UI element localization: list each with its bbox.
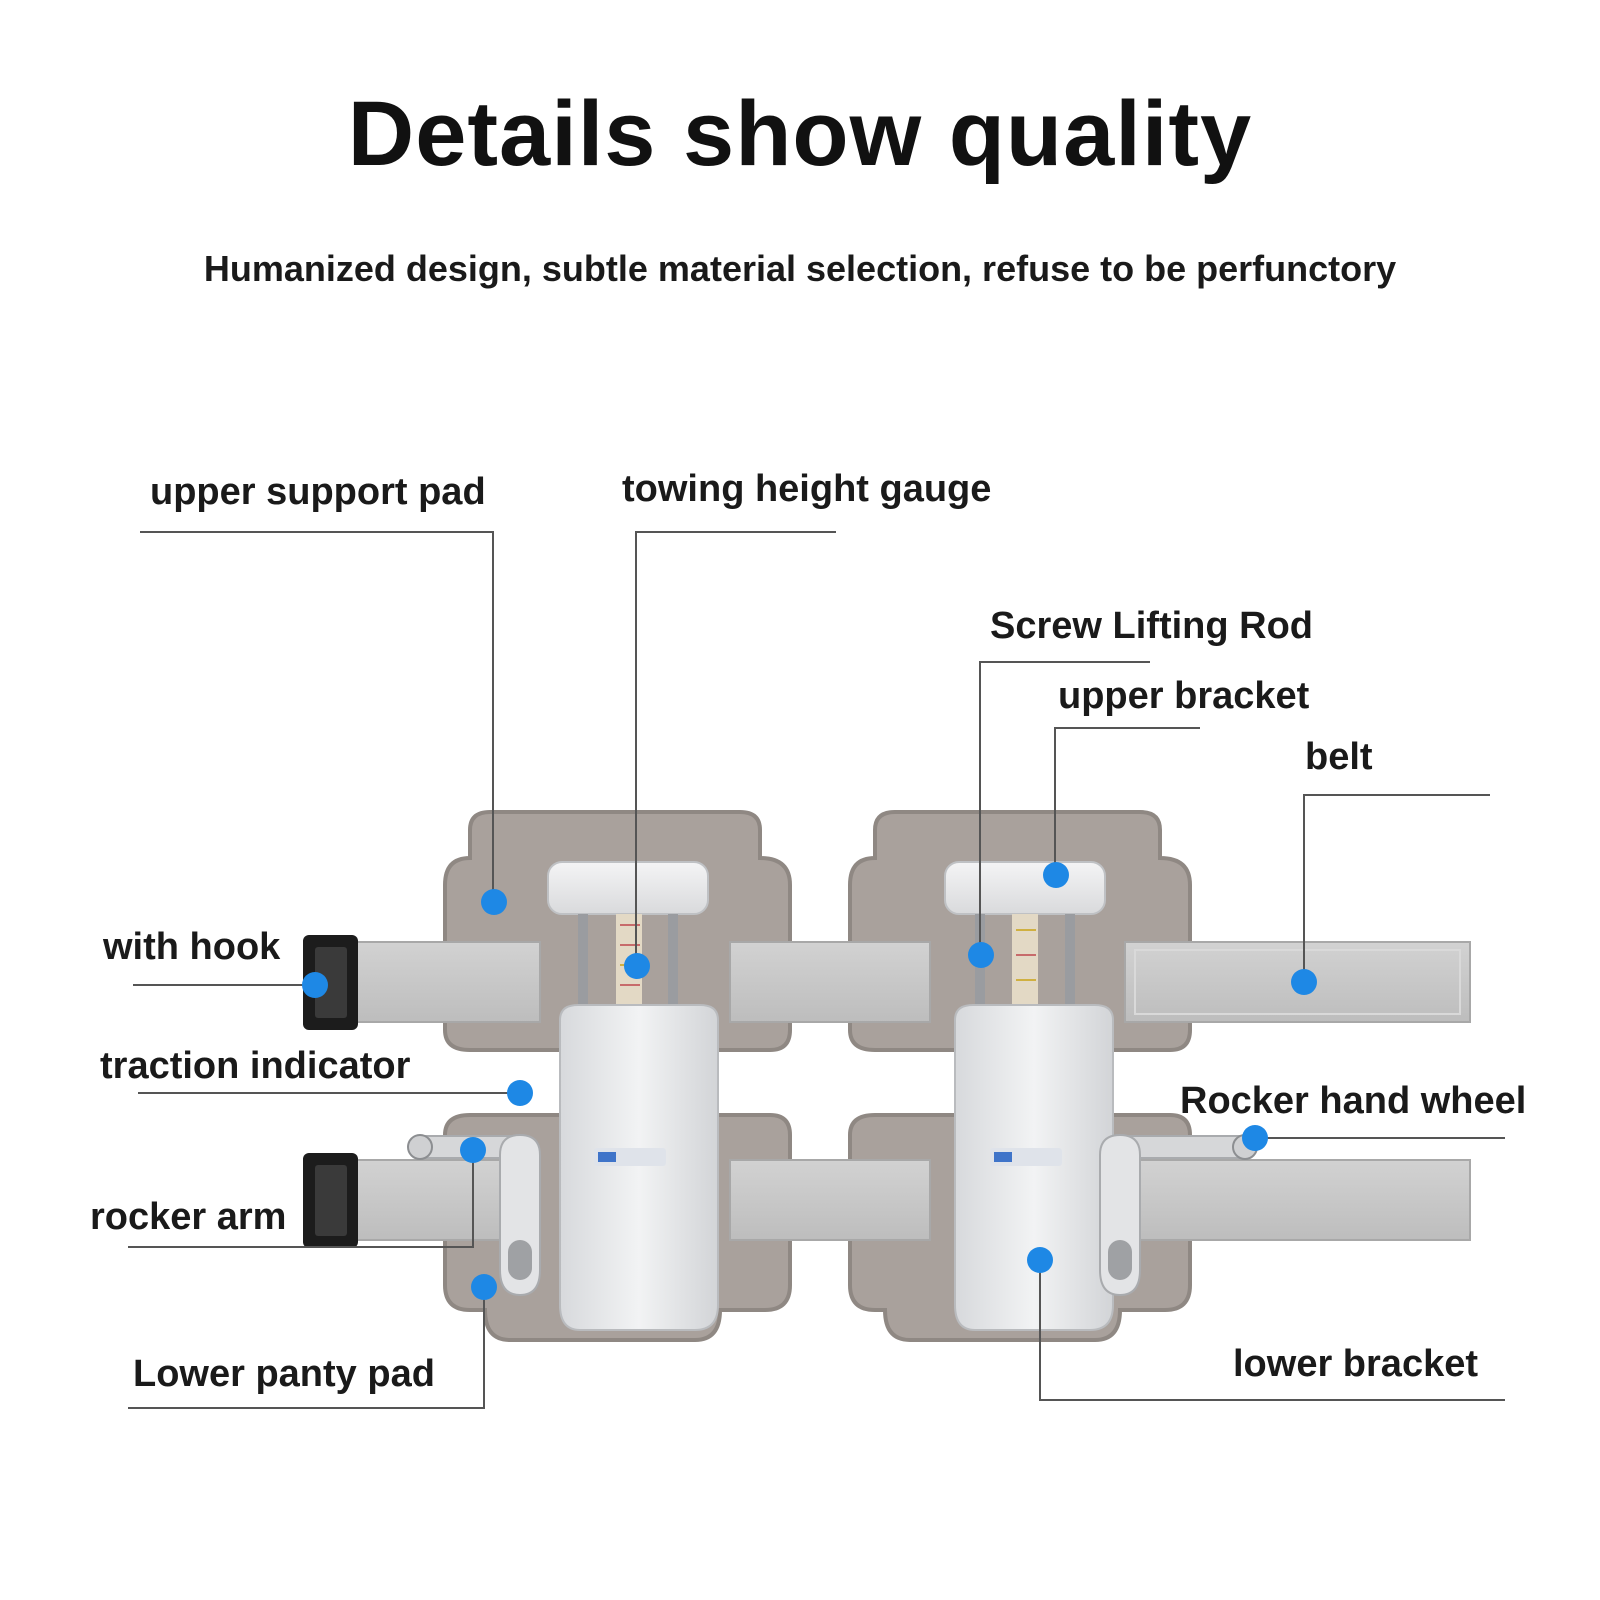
leader-screw-lifting-rod: [979, 661, 1150, 955]
label-upper-bracket: upper bracket: [1058, 675, 1310, 717]
blue-dot-icon: [1242, 1125, 1268, 1151]
label-with-hook: with hook: [103, 926, 281, 968]
label-lower-panty-pad: Lower panty pad: [133, 1353, 435, 1395]
label-rocker-hand-wheel: Rocker hand wheel: [1180, 1080, 1527, 1122]
blue-dot-icon: [471, 1274, 497, 1300]
label-towing-height-gauge: towing height gauge: [622, 468, 992, 510]
left-rocker-arm: [407, 1133, 541, 1297]
blue-dot-icon: [481, 889, 507, 915]
markers: [302, 862, 1317, 1300]
leader-upper-support-pad: [140, 531, 494, 900]
lower-strap: [349, 1159, 1471, 1241]
label-lower-bracket: lower bracket: [1233, 1343, 1478, 1385]
blue-dot-icon: [968, 942, 994, 968]
blue-dot-icon: [302, 972, 328, 998]
leader-towing-height-gauge: [635, 531, 836, 965]
label-screw-lifting-rod: Screw Lifting Rod: [990, 605, 1313, 647]
page-subtitle: Humanized design, subtle material select…: [203, 248, 1397, 289]
upper-hook-buckle: [303, 935, 358, 1030]
leader-upper-bracket: [1054, 727, 1200, 875]
blue-dot-icon: [624, 953, 650, 979]
blue-dot-icon: [1291, 969, 1317, 995]
page-title: Details show quality: [347, 83, 1253, 185]
label-upper-support-pad: upper support pad: [150, 471, 486, 513]
label-belt: belt: [1305, 736, 1373, 778]
left-actuator: [547, 861, 719, 1331]
blue-dot-icon: [460, 1137, 486, 1163]
blue-dot-icon: [1027, 1247, 1053, 1273]
blue-dot-icon: [1043, 862, 1069, 888]
label-traction-indicator: traction indicator: [100, 1045, 411, 1087]
leader-rocker-arm: [128, 1150, 474, 1248]
leader-belt: [1303, 794, 1490, 982]
label-rocker-arm: rocker arm: [90, 1196, 287, 1238]
blue-dot-icon: [507, 1080, 533, 1106]
leader-lower-bracket: [1039, 1260, 1505, 1401]
lower-hook-buckle: [303, 1153, 358, 1248]
leader-lines: [128, 531, 1505, 1409]
leader-lower-panty-pad: [128, 1287, 485, 1409]
